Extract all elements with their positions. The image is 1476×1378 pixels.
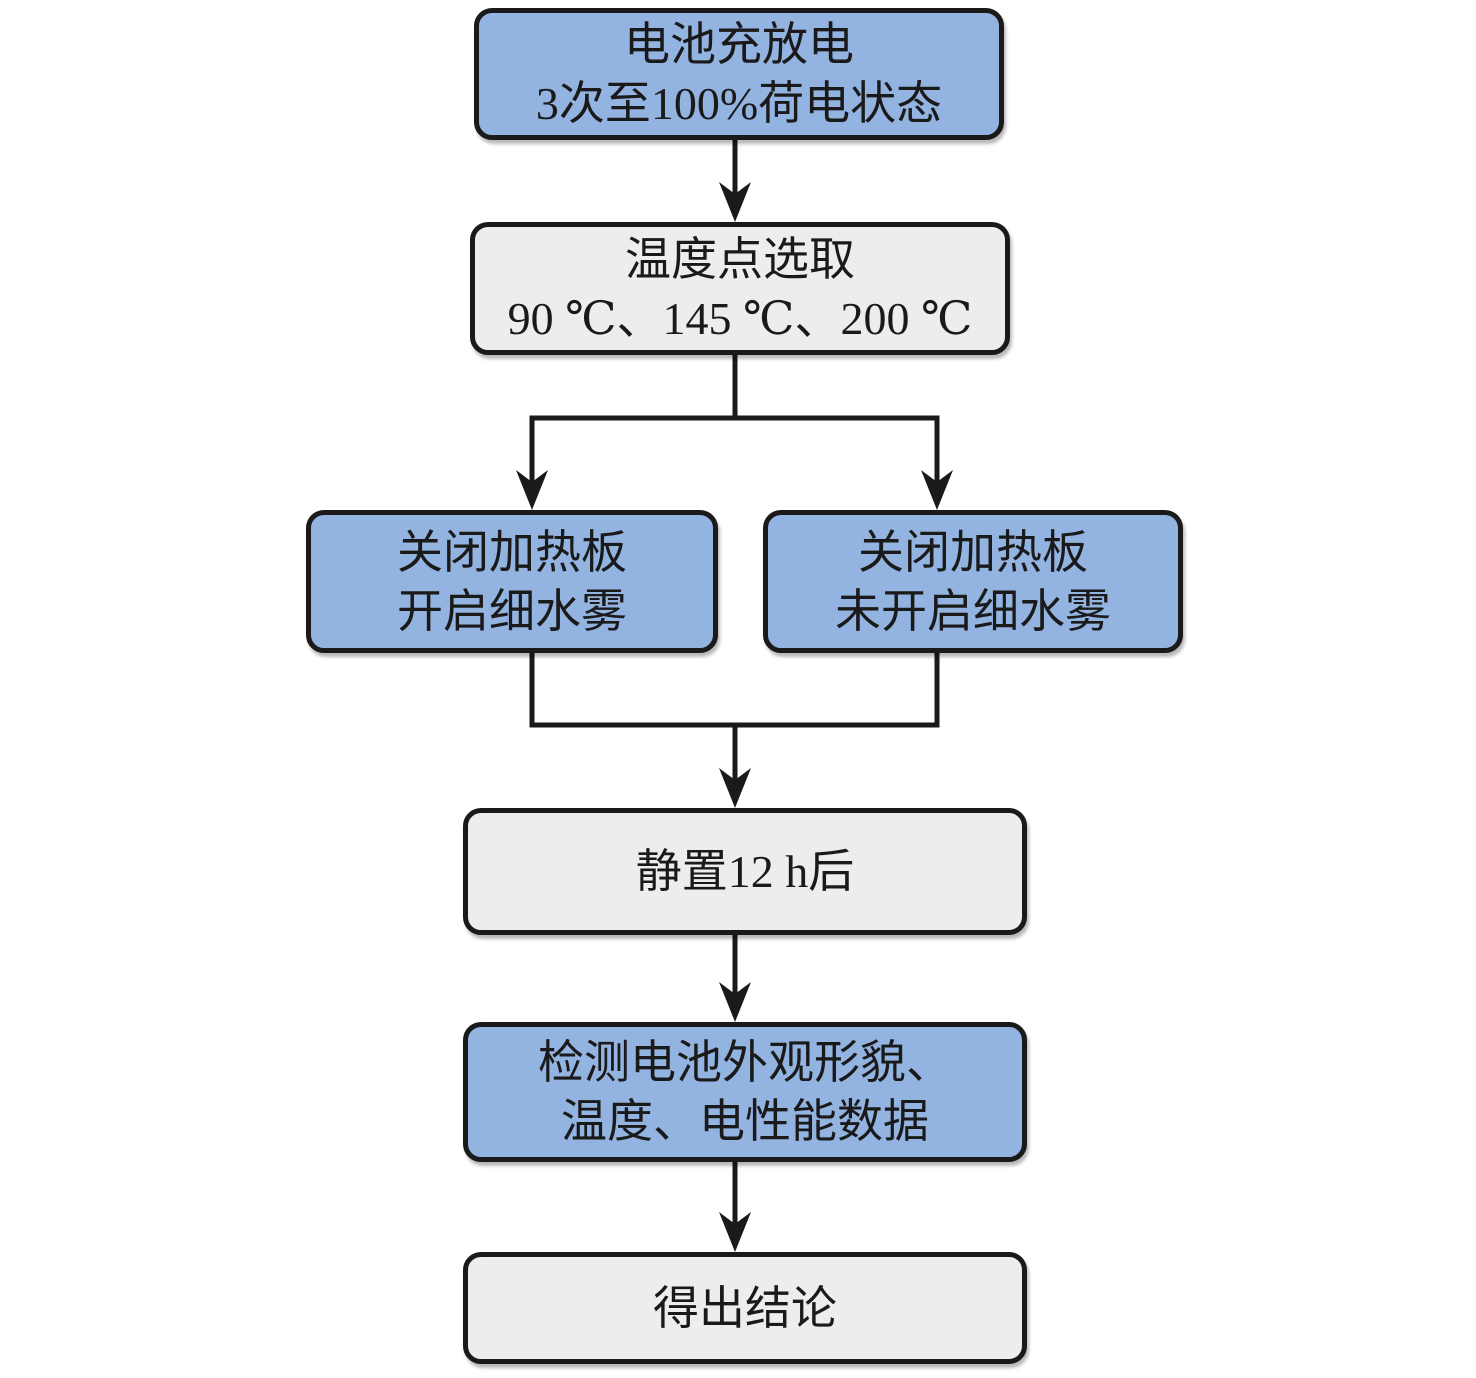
connector-merge (529, 653, 940, 728)
node-temperature-selection-line2: 90 ℃、145 ℃、200 ℃ (507, 292, 973, 344)
node-temperature-selection: 温度点选取 90 ℃、145 ℃、200 ℃ (470, 222, 1010, 355)
connector-merge-to-rest (719, 722, 751, 808)
node-inspection-line1: 检测电池外观形貌、 (538, 1037, 952, 1088)
node-battery-cycling: 电池充放电 3次至100%荷电状态 (474, 8, 1004, 140)
node-inspection-line2: 温度、电性能数据 (561, 1096, 929, 1147)
node-heater-off-mist-on: 关闭加热板 开启细水雾 (306, 510, 718, 653)
node-heater-off-mist-off-line2: 未开启细水雾 (835, 585, 1111, 637)
node-heater-off-mist-off: 关闭加热板 未开启细水雾 (763, 510, 1183, 653)
node-rest-12h: 静置12 h后 (463, 808, 1027, 935)
node-inspection: 检测电池外观形貌、 温度、电性能数据 (463, 1022, 1027, 1162)
connector-branch-to-mist-on (516, 415, 548, 510)
node-conclusion: 得出结论 (463, 1252, 1027, 1364)
connector-inspection-to-conclusion (719, 1162, 751, 1252)
node-battery-cycling-line1: 电池充放电 (624, 19, 854, 70)
node-heater-off-mist-on-line2: 开启细水雾 (397, 585, 627, 637)
connector-rest-to-inspection (719, 935, 751, 1022)
connector-branch-to-mist-off (921, 415, 953, 510)
node-battery-cycling-line2: 3次至100%荷电状态 (535, 78, 943, 129)
node-heater-off-mist-off-line1: 关闭加热板 (858, 526, 1088, 578)
node-temperature-selection-line1: 温度点选取 (625, 233, 855, 285)
connector-branch (529, 355, 940, 421)
node-heater-off-mist-on-line1: 关闭加热板 (397, 526, 627, 578)
node-rest-12h-line1: 静置12 h后 (635, 846, 855, 897)
connector-cycling-to-temperature (719, 140, 751, 222)
node-conclusion-line1: 得出结论 (653, 1282, 837, 1334)
